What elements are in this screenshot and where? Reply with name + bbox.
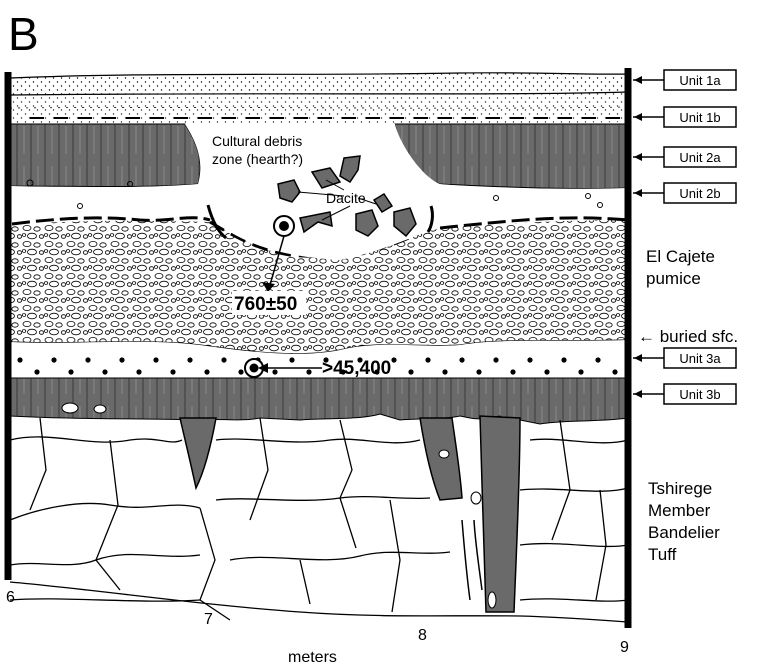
unit-3a-dot [544, 369, 549, 374]
unit-3a-dot [476, 369, 481, 374]
unit-3a-dot [408, 369, 413, 374]
unit-3a-dot [17, 357, 22, 362]
unit-2b-text: Unit 2b [679, 186, 720, 201]
unit-3a-dot [221, 357, 226, 362]
unit-3a-dot [102, 369, 107, 374]
axis-tick-6: 6 [6, 589, 15, 606]
unit-3a-dot [85, 357, 90, 362]
unit-3a-dot [391, 357, 396, 362]
unit-3a-dot [204, 369, 209, 374]
unit-label-1b: Unit 1b [633, 107, 736, 127]
panel-label: B [8, 8, 39, 60]
unit-3a-dot [153, 357, 158, 362]
unit-label-2a: Unit 2a [633, 147, 736, 167]
unit-3a-dot [459, 357, 464, 362]
buried-surface-label: ← buried sfc. [638, 327, 738, 346]
section-base-line [10, 582, 628, 622]
tshirege-label-line2: Member [648, 501, 711, 520]
unit-3a-dot [272, 369, 277, 374]
axis-tick-9: 9 [620, 639, 629, 656]
unit-3a-dot [527, 357, 532, 362]
unit-label-3b: Unit 3b [633, 384, 736, 404]
axis-tick-8: 8 [418, 627, 427, 644]
unit-3a-dot [34, 369, 39, 374]
unit-3a-dot [51, 357, 56, 362]
unit-2a-text: Unit 2a [679, 150, 721, 165]
unit-3a-text: Unit 3a [679, 351, 721, 366]
cultural-debris-label-line1: Cultural debris [212, 133, 302, 149]
unit-3a-dot [578, 369, 583, 374]
unit-label-3a: Unit 3a [633, 348, 736, 368]
el-cajete-label-line1: El Cajete [646, 247, 715, 266]
unit-1b-layer [10, 92, 628, 124]
unit-3a-dot [170, 369, 175, 374]
unit-3b-text: Unit 3b [679, 387, 720, 402]
unit-label-1a: Unit 1a [633, 70, 736, 90]
unit-3a-dot [289, 357, 294, 362]
unit-3a-dot [187, 357, 192, 362]
unit-label-2b: Unit 2b [633, 183, 736, 203]
unit-3a-dot [442, 369, 447, 374]
unit-1b-text: Unit 1b [679, 110, 720, 125]
unit-3b-layer [10, 378, 628, 612]
unit-3a-dot [595, 357, 600, 362]
date-upper-label: 760±50 [234, 294, 297, 315]
cultural-debris-label-line2: zone (hearth?) [212, 151, 303, 167]
axis-tick-7: 7 [204, 611, 213, 628]
unit-3a-dot [68, 369, 73, 374]
unit-3a-dot [306, 369, 311, 374]
unit-3a-dot [612, 369, 617, 374]
unit-1a-text: Unit 1a [679, 73, 721, 88]
unit-3a-dot [561, 357, 566, 362]
unit-3a-dot [493, 357, 498, 362]
el-cajete-label-line2: pumice [646, 269, 701, 288]
unit-3a-dot [238, 369, 243, 374]
dacite-label: Dacite [326, 190, 366, 206]
axis-title: meters [288, 649, 337, 666]
bandelier-tuff-fractures [10, 418, 628, 620]
unit-3a-dot [425, 357, 430, 362]
unit-3a-dot [136, 369, 141, 374]
tshirege-label-line1: Tshirege [648, 479, 712, 498]
tshirege-label-line4: Tuff [648, 545, 677, 564]
tshirege-label-line3: Bandelier [648, 523, 720, 542]
unit-3a-dot [510, 369, 515, 374]
unit-1a-layer [10, 73, 628, 95]
unit-3a-dot [119, 357, 124, 362]
date-lower-label: >45,400 [322, 358, 391, 379]
